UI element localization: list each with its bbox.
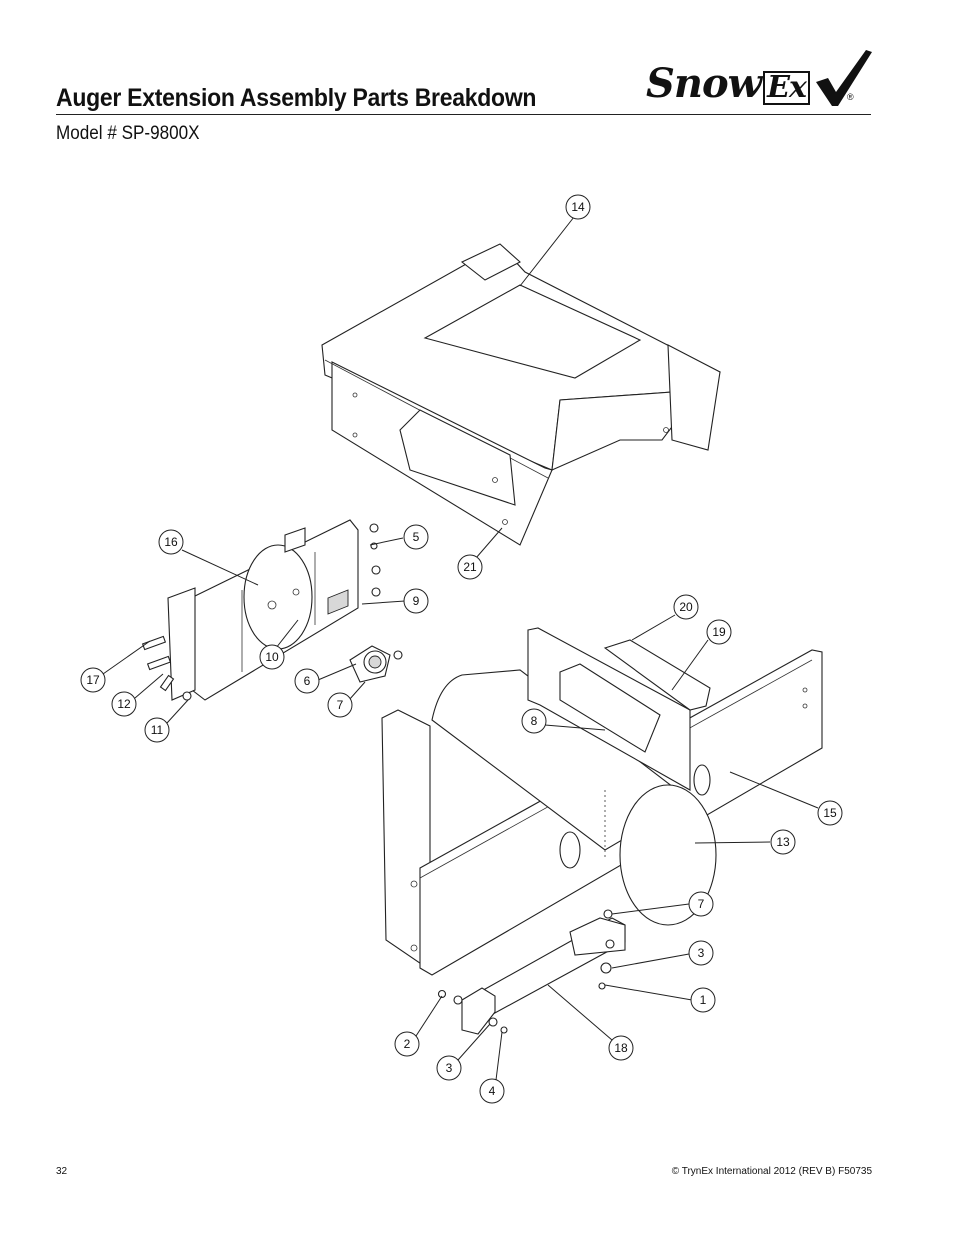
svg-text:7: 7: [698, 897, 705, 911]
callout-6: 6: [294, 668, 320, 694]
logo-word-ex: Ex: [763, 71, 810, 105]
model-number: Model # SP-9800X: [56, 123, 200, 144]
svg-text:8: 8: [531, 714, 538, 728]
svg-text:3: 3: [446, 1061, 453, 1075]
page-number: 32: [56, 1166, 68, 1177]
svg-text:7: 7: [337, 698, 344, 712]
svg-text:21: 21: [463, 560, 477, 574]
callout-11: 11: [144, 717, 170, 743]
svg-text:11: 11: [151, 723, 164, 737]
copyright-notice: © TrynEx International 2012 (REV B) F507…: [671, 1166, 872, 1177]
svg-text:9: 9: [413, 594, 420, 608]
callout-7-lower: 7: [688, 891, 714, 917]
callout-13: 13: [770, 829, 796, 855]
callout-19: 19: [706, 619, 732, 645]
callout-12: 12: [111, 691, 137, 717]
callout-8: 8: [521, 708, 547, 734]
callout-1: 1: [690, 987, 716, 1013]
callout-10: 10: [259, 644, 285, 670]
registered-mark: ®: [847, 92, 854, 102]
part-14-hopper-cover: [321, 243, 721, 546]
fasteners-left: [141, 523, 381, 701]
svg-text:17: 17: [86, 673, 100, 687]
callout-9: 9: [403, 588, 429, 614]
callout-3-right: 3: [688, 940, 714, 966]
svg-text:20: 20: [679, 600, 693, 614]
part-19-20-side-plates: [527, 627, 711, 791]
svg-text:2: 2: [404, 1037, 411, 1051]
svg-text:3: 3: [698, 946, 705, 960]
callout-17: 17: [80, 667, 106, 693]
svg-text:15: 15: [823, 806, 837, 820]
callout-5: 5: [403, 524, 429, 550]
svg-text:10: 10: [265, 650, 279, 664]
svg-text:12: 12: [117, 697, 131, 711]
callout-4: 4: [479, 1078, 505, 1104]
svg-text:1: 1: [700, 993, 707, 1007]
callout-20: 20: [673, 594, 699, 620]
callout-15: 15: [817, 800, 843, 826]
callout-7-upper: 7: [327, 692, 353, 718]
part-13-auger-tube: [431, 669, 717, 926]
part-18-lower-bracket: [437, 909, 626, 1035]
callout-3-left: 3: [436, 1055, 462, 1081]
page-title: Auger Extension Assembly Parts Breakdown: [56, 84, 537, 112]
callout-21: 21: [457, 554, 483, 580]
svg-text:4: 4: [489, 1084, 496, 1098]
logo-word-snow: Snow: [646, 60, 762, 107]
svg-text:19: 19: [712, 625, 726, 639]
checkmark-icon: [816, 50, 872, 106]
svg-text:14: 14: [571, 200, 585, 214]
callout-14: 14: [565, 194, 591, 220]
callout-2: 2: [394, 1031, 420, 1057]
callout-18: 18: [608, 1035, 634, 1061]
svg-text:5: 5: [413, 530, 420, 544]
svg-text:18: 18: [614, 1041, 628, 1055]
part-6-flange-bearing: [349, 645, 403, 683]
callout-16: 16: [158, 529, 184, 555]
part-16-bearing-plate: [167, 519, 359, 701]
title-rule: [56, 114, 871, 115]
leader-lines: [102, 216, 819, 1081]
svg-text:6: 6: [304, 674, 311, 688]
svg-text:13: 13: [776, 835, 790, 849]
svg-text:16: 16: [164, 535, 178, 549]
